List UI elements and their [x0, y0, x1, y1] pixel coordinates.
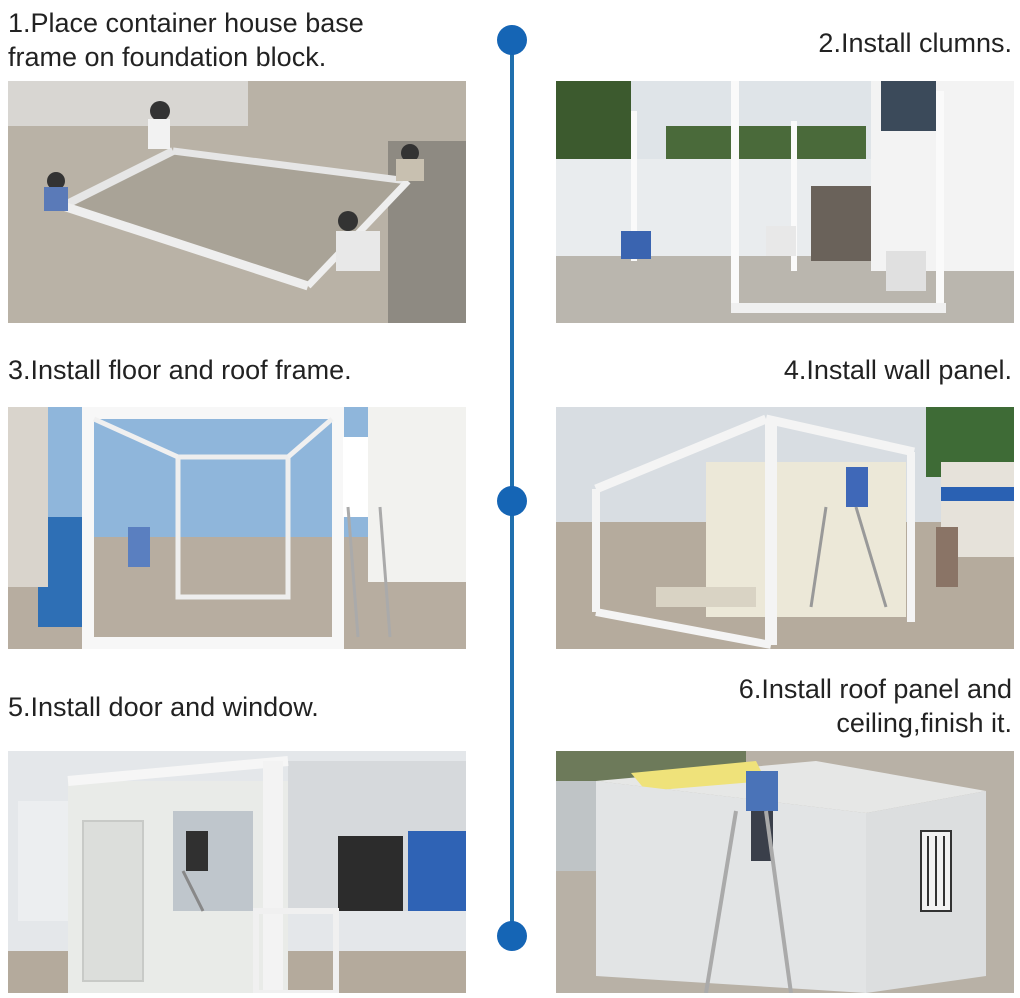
step-1-photo [8, 81, 466, 323]
step-2-caption: 2.Install clumns. [818, 28, 1012, 58]
step-3-caption: 3.Install floor and roof frame. [8, 355, 352, 385]
step-4-caption: 4.Install wall panel. [783, 355, 1012, 385]
step-1-caption: 1.Place container house base frame on fo… [8, 8, 364, 72]
timeline-node-bottom [497, 921, 527, 951]
step-3-photo [8, 407, 466, 649]
step-4-photo [556, 407, 1014, 649]
step-6-photo [556, 751, 1014, 993]
timeline-node-top [497, 25, 527, 55]
step-6-caption: 6.Install roof panel and ceiling,finish … [738, 674, 1012, 738]
timeline-node-middle [497, 486, 527, 516]
step-2-photo [556, 81, 1014, 323]
step-5-photo [8, 751, 466, 993]
step-5-caption: 5.Install door and window. [8, 692, 319, 722]
